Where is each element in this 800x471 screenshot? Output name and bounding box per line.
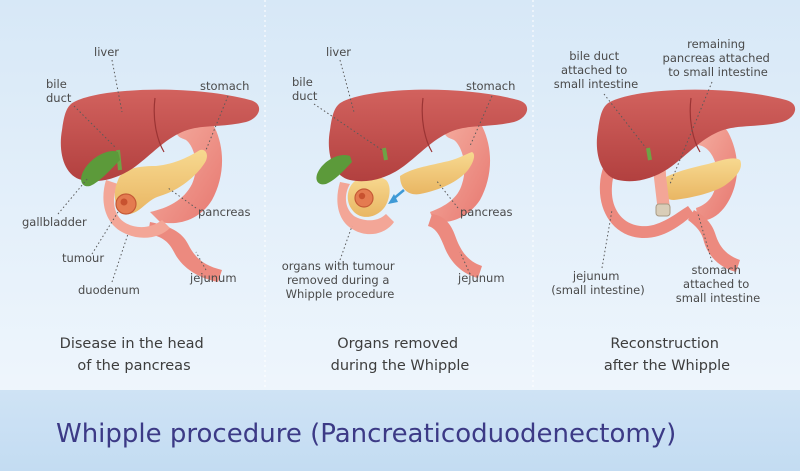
leader-liver-2 bbox=[339, 59, 355, 113]
label-bile-duct-2: bile duct bbox=[292, 75, 318, 103]
label-gallbladder: gallbladder bbox=[22, 215, 87, 229]
stomach-shape-2 bbox=[430, 114, 491, 223]
label-jejunum: jejunum bbox=[189, 271, 237, 285]
leader-bile-duct bbox=[73, 105, 117, 149]
title-band bbox=[0, 390, 800, 471]
leader-liver bbox=[111, 59, 123, 113]
label-duodenum: duodenum bbox=[78, 283, 140, 297]
label-liver-2: liver bbox=[326, 45, 351, 59]
leader-pancreas bbox=[167, 187, 197, 209]
caption-reconstruction: Reconstruction after the Whipple bbox=[604, 336, 730, 374]
jejunum-shape bbox=[148, 222, 222, 282]
removed-gallbladder-shape bbox=[316, 154, 352, 185]
pancreas-shape bbox=[114, 149, 207, 214]
label-stomach: stomach bbox=[200, 79, 249, 93]
leader-bile-duct-attached bbox=[603, 93, 647, 149]
label-bile-duct-attached: bile duct attached to small intestine bbox=[554, 49, 638, 91]
label-tumour: tumour bbox=[62, 251, 104, 265]
leader-tumour bbox=[91, 211, 119, 255]
label-stomach-attached: stomach attached to small intestine bbox=[676, 263, 760, 305]
label-pancreas: pancreas bbox=[198, 205, 251, 219]
bile-duct-shape-3 bbox=[646, 147, 652, 161]
label-jejunum-2: jejunum bbox=[457, 271, 505, 285]
caption-disease: Disease in the head of the pancreas bbox=[60, 336, 209, 374]
stomach-shape bbox=[150, 114, 223, 224]
panel-removed: liver bile duct stomach pancreas jejunum… bbox=[282, 45, 528, 374]
label-jejunum-small: jejunum (small intestine) bbox=[551, 269, 644, 297]
leader-stomach bbox=[205, 95, 229, 151]
leader-jejunum bbox=[195, 251, 207, 271]
panel-reconstruction: bile duct attached to small intestine re… bbox=[551, 37, 796, 374]
leader-jejunum-2 bbox=[459, 251, 471, 275]
label-liver: liver bbox=[94, 45, 119, 59]
leader-stomach-2 bbox=[469, 95, 493, 147]
jejunum-tail-shape bbox=[688, 210, 740, 272]
pancreas-shape-3 bbox=[658, 158, 742, 200]
panel-disease: liver bile duct stomach gallbladder panc… bbox=[22, 45, 260, 374]
duodenum-shape bbox=[103, 180, 170, 238]
pancreas-shape-2 bbox=[400, 152, 475, 195]
removed-duodenum-shape bbox=[337, 182, 394, 235]
jejunum-shape-2 bbox=[428, 214, 482, 278]
label-pancreas-attached: remaining pancreas attached to small int… bbox=[663, 37, 774, 79]
bile-duct-shape-2 bbox=[382, 147, 388, 161]
leader-stomach-attached bbox=[697, 213, 713, 263]
caption-removed: Organs removed during the Whipple bbox=[331, 336, 470, 374]
label-stomach-2: stomach bbox=[466, 79, 515, 93]
leader-bile-duct-2 bbox=[313, 103, 383, 151]
page-title: Whipple procedure (Pancreaticoduodenecto… bbox=[56, 419, 676, 449]
label-organs-removed: organs with tumour removed during a Whip… bbox=[282, 259, 399, 301]
stomach-shape-3 bbox=[688, 121, 738, 221]
gallbladder-shape bbox=[81, 150, 120, 187]
leader-duodenum bbox=[111, 233, 129, 283]
leader-jejunum-small bbox=[601, 209, 613, 269]
label-pancreas-2: pancreas bbox=[460, 205, 513, 219]
label-bile-duct: bile duct bbox=[46, 77, 72, 105]
